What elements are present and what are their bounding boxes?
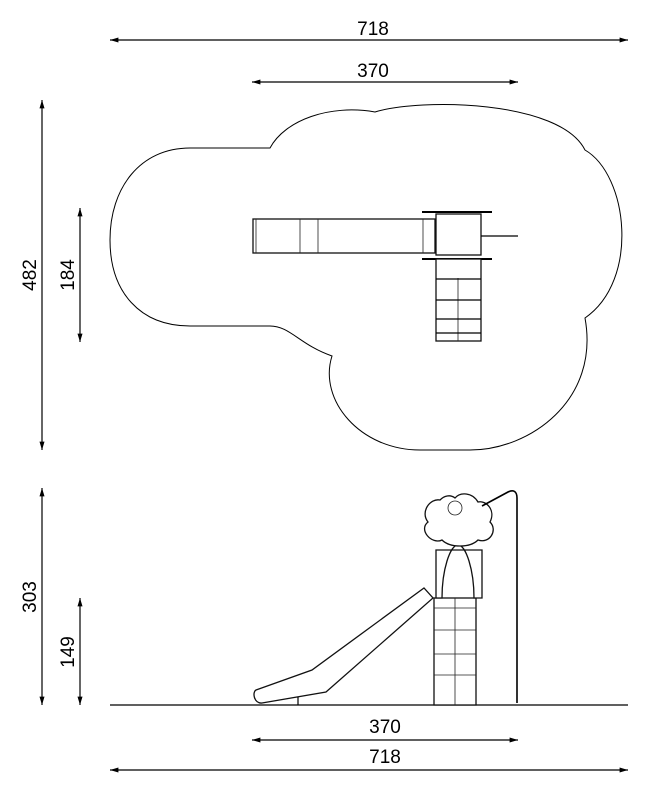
safety-zone-outline [109,104,623,451]
cloud-roof [423,493,494,547]
side-view-equipment [253,490,518,706]
dimension-label-total-depth: 482 [20,259,41,291]
dimension-label-total-width-bottom: 718 [369,747,401,768]
dimension-label-total-width-top: 718 [357,19,389,40]
handrail-pole [481,490,518,703]
dimension-label-total-height: 303 [20,581,41,613]
top-view-equipment [252,211,518,342]
dimension-label-equipment-width-top: 370 [357,61,389,82]
tower-top-view [435,213,482,256]
tower-arch [435,544,483,599]
sheep-decoration [447,500,463,516]
slide-top-view [252,218,436,254]
slide-side-view [253,587,434,704]
dimension-label-equipment-depth: 184 [58,259,79,291]
dimension-label-equipment-width-bottom: 370 [369,717,401,738]
dimension-label-platform-height: 149 [58,636,79,668]
